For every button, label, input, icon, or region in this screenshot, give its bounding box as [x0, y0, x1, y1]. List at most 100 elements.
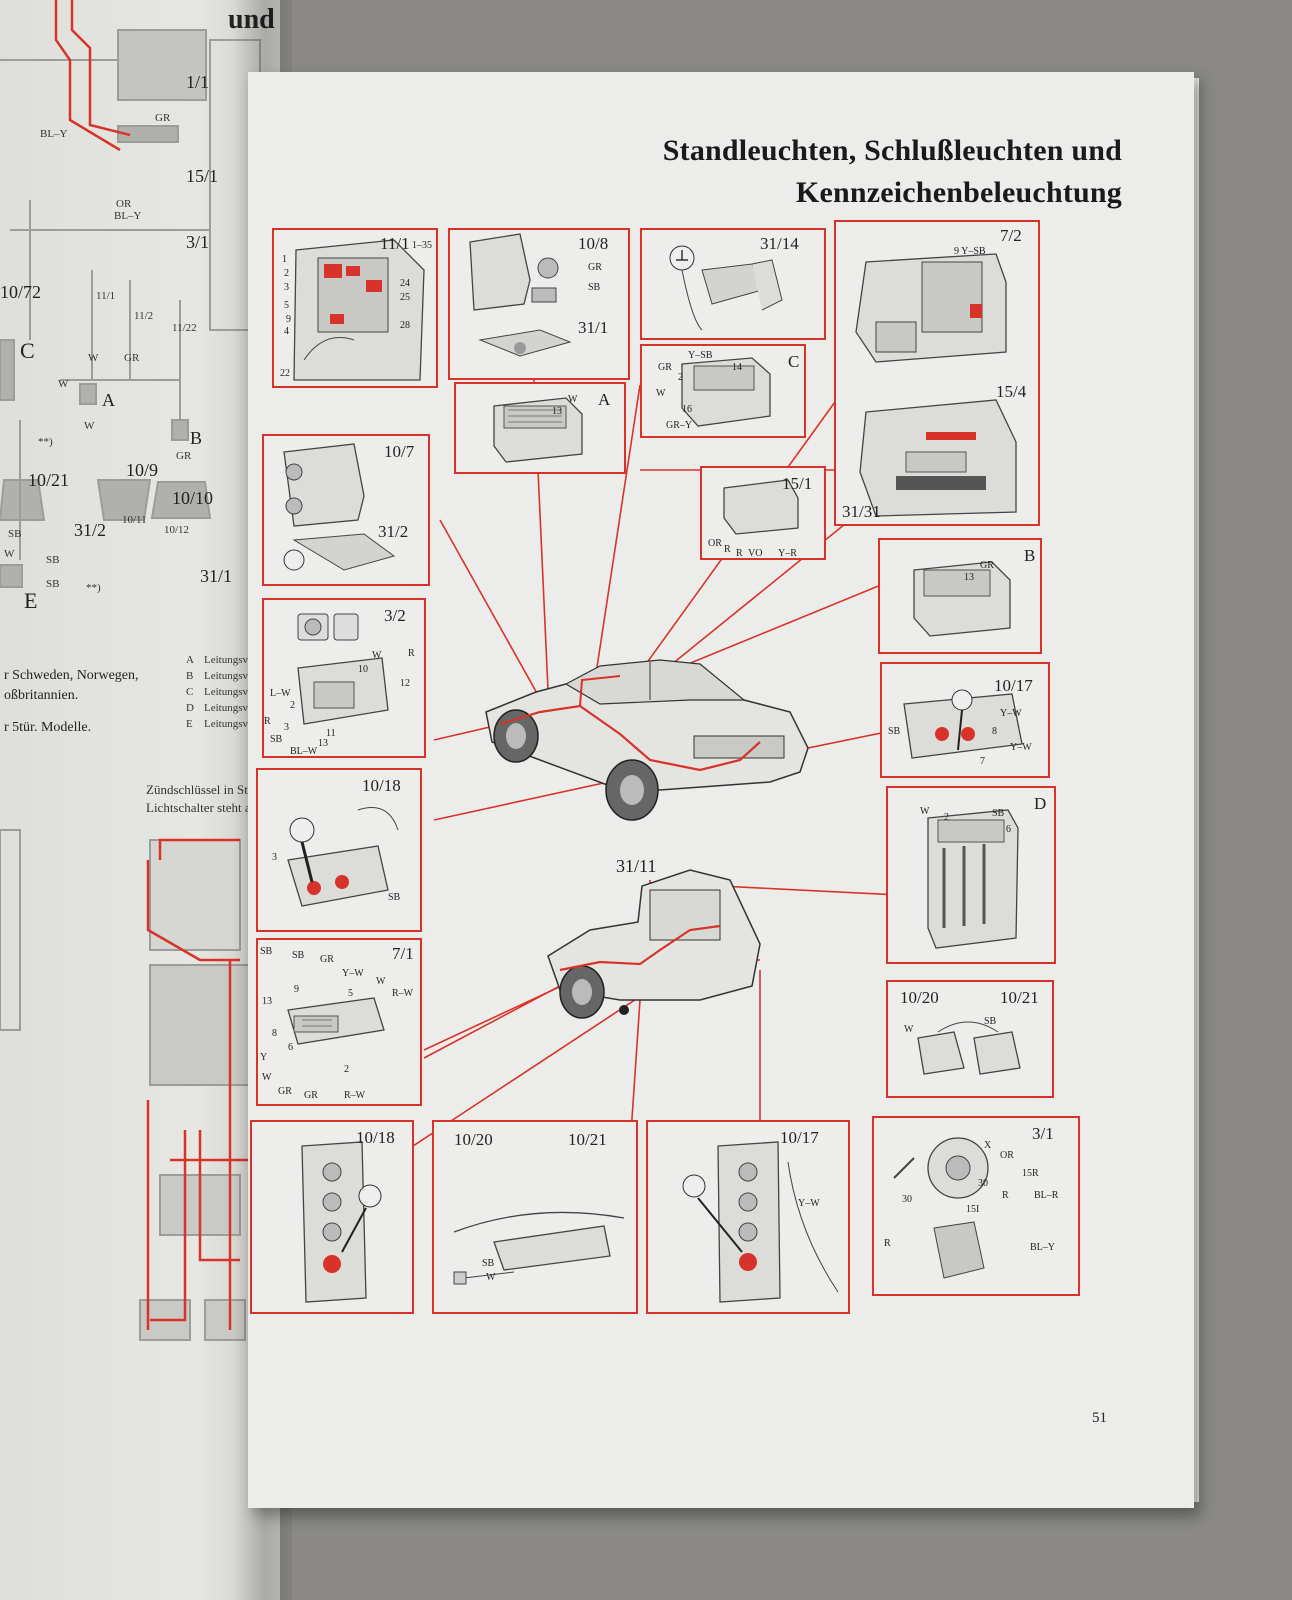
panel-10-20-10-21-a: 10/20 10/21 W SB — [886, 980, 1054, 1098]
ignition-note-line-2: Lichtschalter steht auf Posi... — [146, 800, 280, 815]
wire-label: OR — [1000, 1150, 1014, 1161]
wire-label: SB — [888, 726, 901, 737]
panel-connector-d: D W SB 2 6 — [886, 786, 1056, 964]
wire-label: W — [486, 1272, 496, 1283]
left-footnote-mark-2: **) — [86, 582, 101, 594]
panel-sublabel: 1–35 — [412, 240, 432, 251]
left-label-11-1: 11/1 — [96, 290, 116, 302]
left-wire-or: OR — [116, 198, 132, 210]
panel-label-secondary: 15/4 — [996, 382, 1027, 401]
wagon-illustration — [547, 869, 761, 1019]
panel-label: A — [598, 390, 611, 409]
page-title-line-2: Kennzeichenbeleuchtung — [795, 176, 1122, 209]
wire-label: W — [372, 650, 382, 661]
wire-label: 9 — [294, 984, 299, 995]
callout-number: 2 — [284, 268, 289, 279]
wire-label: W — [262, 1072, 272, 1083]
left-wire-sb-3: SB — [46, 554, 60, 566]
wire-label: 2 — [290, 700, 295, 711]
callout-number: 24 — [400, 278, 410, 289]
wire-label: BL–Y — [1030, 1242, 1055, 1253]
panel-10-17-b: 10/17 Y–W — [646, 1120, 850, 1314]
ignition-note-line-1: Zündschlüssel in Stellung II, — [146, 782, 280, 797]
left-label-31-1: 31/1 — [200, 566, 233, 586]
wire-label: 7 — [980, 756, 985, 767]
wire-label: GR — [588, 262, 602, 273]
callout-number: 5 — [284, 300, 289, 311]
wire-label: W — [920, 806, 930, 817]
panel-label: 10/20 — [454, 1130, 493, 1149]
left-wire-sb-2: SB — [46, 578, 60, 590]
left-wire-w-1: W — [88, 352, 99, 364]
wire-label: BL–R — [1034, 1190, 1059, 1201]
left-label-10-72: 10/72 — [0, 282, 42, 302]
wire-label: GR — [320, 954, 334, 965]
left-page-schematic — [0, 0, 261, 1341]
callout-number: 9 — [286, 314, 291, 325]
panel-7-2: 7/2 15/4 31/31 9 Y–SB — [834, 220, 1040, 526]
callout-number: 4 — [284, 326, 289, 337]
panel-label: 15/1 — [782, 474, 813, 493]
left-heading-fragment: und — [228, 4, 275, 36]
left-label-10-10: 10/10 — [172, 488, 214, 508]
left-label-15-1: 15/1 — [186, 166, 219, 186]
wire-label: R–W — [344, 1090, 366, 1101]
panel-label-tertiary: 31/31 — [842, 502, 881, 521]
wire-label: R — [264, 716, 271, 727]
panel-connector-c: C Y–SB GR 2 14 W 16 GR–Y — [640, 344, 806, 438]
left-wire-gr-1: GR — [155, 112, 171, 124]
panel-label-secondary: 10/21 — [1000, 988, 1039, 1007]
left-page: und C A B E 1/1 15/1 3/1 10/72 11/1 11/2… — [0, 0, 280, 1600]
wire-label: 2 — [944, 812, 949, 823]
left-label-11-22: 11/22 — [172, 322, 197, 334]
left-note-line-3: r 5tür. Modelle. — [4, 720, 92, 735]
left-connector-b: B — [190, 428, 203, 448]
legend-letter-d: D — [186, 702, 194, 714]
callout-number: 25 — [400, 292, 410, 303]
wire-label: 3 — [284, 722, 289, 733]
panel-connector-b: B GR 13 — [878, 538, 1042, 654]
wire-label: SB — [984, 1016, 997, 1027]
panel-label: 3/2 — [384, 606, 406, 625]
left-wire-sb-1: SB — [8, 528, 22, 540]
wire-label: 12 — [400, 678, 410, 689]
callout-number: 1 — [282, 254, 287, 265]
panel-label-secondary: 31/2 — [378, 522, 409, 541]
panel-label: 10/17 — [780, 1128, 819, 1147]
wire-label: Y–R — [778, 548, 797, 559]
wire-label: W — [656, 388, 666, 399]
left-footnote-mark-1: **) — [38, 436, 53, 448]
left-wire-w-3: W — [84, 420, 95, 432]
wire-label: R — [408, 648, 415, 659]
left-label-10-11: 10/11 — [122, 514, 147, 526]
legend-letter-b: B — [186, 670, 194, 682]
panel-label-secondary: 31/1 — [578, 318, 609, 337]
wire-label: 13 — [262, 996, 272, 1007]
wire-label: SB — [482, 1258, 495, 1269]
wire-label: 6 — [288, 1042, 293, 1053]
wire-label: R — [724, 544, 731, 555]
wire-label: 13 — [964, 572, 974, 583]
panel-label-secondary: 10/21 — [568, 1130, 607, 1149]
left-label-1-1: 1/1 — [186, 72, 210, 92]
panel-15-1: 15/1 OR R R VO Y–R — [700, 466, 826, 560]
panel-10-7: 10/7 31/2 — [262, 434, 430, 586]
left-wire-w-2: W — [58, 378, 69, 390]
panel-label: B — [1024, 546, 1036, 565]
panel-10-18-b: 10/18 — [250, 1120, 414, 1314]
wire-label: Y–SB — [688, 350, 713, 361]
panel-label: C — [788, 352, 800, 371]
panel-label: 7/2 — [1000, 226, 1022, 245]
wire-label: Y–W — [342, 968, 364, 979]
wire-label: 15R — [1022, 1168, 1039, 1179]
panel-label: 11/1 — [380, 234, 410, 253]
panel-3-2: 3/2 10 W R 12 L–W 2 R SB BL–W 3 13 11 — [262, 598, 426, 758]
legend-letter-a: A — [186, 654, 194, 666]
wire-label: Y — [260, 1052, 268, 1063]
wire-label: SB — [588, 282, 601, 293]
wire-label: W — [376, 976, 386, 987]
panel-label: 31/14 — [760, 234, 799, 253]
panel-label: 10/18 — [362, 776, 401, 795]
wire-label: SB — [992, 808, 1005, 819]
left-wire-bl-y-1: BL–Y — [40, 128, 68, 140]
